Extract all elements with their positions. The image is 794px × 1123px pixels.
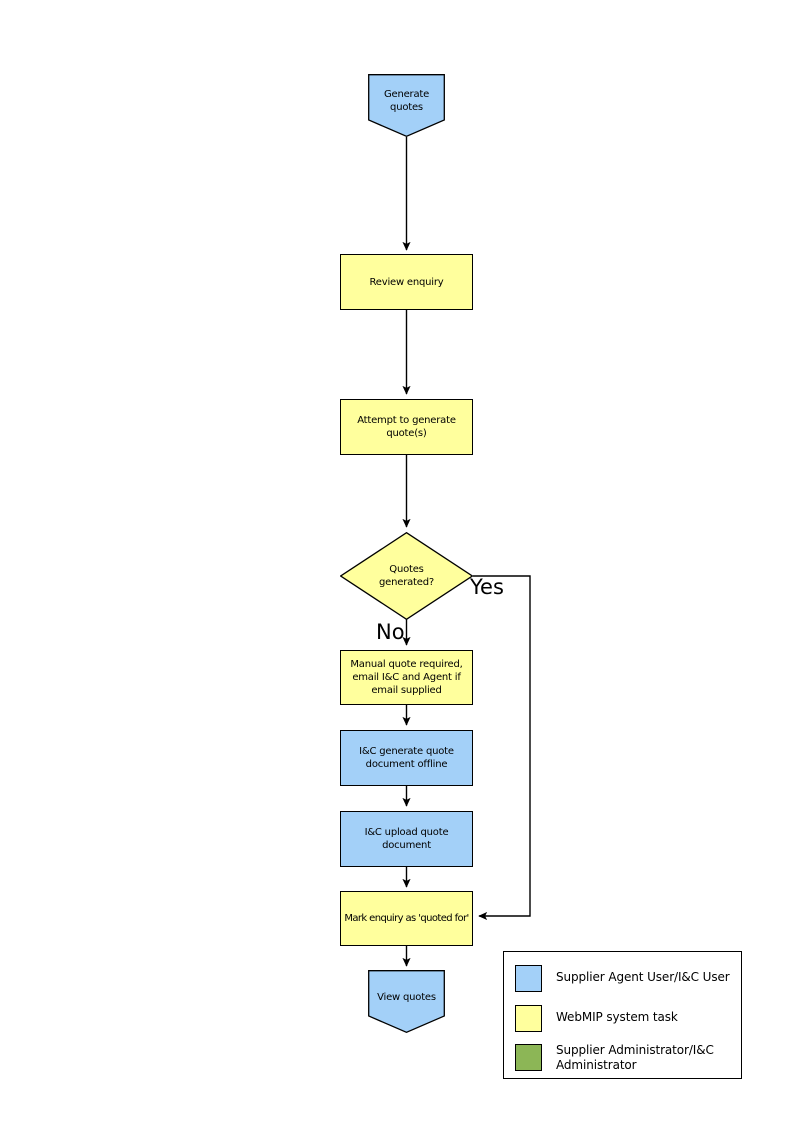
- node-label-generate-quotes: Generate quotes: [383, 89, 430, 113]
- node-label-manual-quote-required: Manual quote required, email I&C and Age…: [350, 659, 463, 696]
- node-label-mark-enquiry-quoted-for: Mark enquiry as 'quoted for': [344, 913, 469, 924]
- legend-swatch-blue: [515, 965, 542, 992]
- node-quotes-generated-decision[interactable]: Quotes generated?: [340, 532, 473, 620]
- pentagon-shape-start: [368, 74, 445, 137]
- node-label-ic-generate-quote-document: I&C generate quote document offline: [359, 746, 454, 770]
- diamond-shape: [340, 532, 473, 620]
- legend-item-supplier-agent-user: Supplier Agent User/I&C User: [515, 965, 730, 992]
- node-label-ic-upload-quote-document: I&C upload quote document: [364, 827, 449, 851]
- node-label-review-enquiry: Review enquiry: [369, 276, 444, 288]
- node-ic-upload-quote-document[interactable]: I&C upload quote document: [340, 811, 473, 867]
- legend-swatch-yellow: [515, 1005, 542, 1032]
- legend-label-webmip-system-task: WebMIP system task: [556, 1010, 678, 1024]
- node-review-enquiry[interactable]: Review enquiry: [340, 254, 473, 310]
- node-view-quotes[interactable]: View quotes: [368, 970, 445, 1033]
- node-ic-generate-quote-document[interactable]: I&C generate quote document offline: [340, 730, 473, 786]
- node-attempt-to-generate-quotes[interactable]: Attempt to generate quote(s): [340, 399, 473, 455]
- node-manual-quote-required[interactable]: Manual quote required, email I&C and Age…: [340, 650, 473, 705]
- legend-swatch-green: [515, 1044, 542, 1071]
- legend-label-supplier-administrator: Supplier Administrator/I&C Administrator: [556, 1043, 714, 1072]
- legend-label-supplier-agent-user: Supplier Agent User/I&C User: [556, 970, 730, 984]
- node-label-quotes-generated: Quotes generated?: [379, 564, 434, 588]
- legend-item-webmip-system-task: WebMIP system task: [515, 1005, 678, 1032]
- node-label-view-quotes: View quotes: [377, 992, 436, 1003]
- legend-panel: Supplier Agent User/I&C User WebMIP syst…: [503, 951, 742, 1079]
- edge-decision-yes-to-mark: [473, 575, 531, 921]
- edge-label-yes: Yes: [470, 575, 504, 599]
- pentagon-shape-end: [368, 970, 445, 1033]
- node-generate-quotes[interactable]: Generate quotes: [368, 74, 445, 137]
- legend-item-supplier-administrator: Supplier Administrator/I&C Administrator: [515, 1043, 714, 1073]
- edge-label-no: No: [376, 620, 405, 644]
- node-label-attempt-to-generate-quotes: Attempt to generate quote(s): [357, 415, 456, 439]
- node-mark-enquiry-quoted-for[interactable]: Mark enquiry as 'quoted for': [340, 891, 473, 946]
